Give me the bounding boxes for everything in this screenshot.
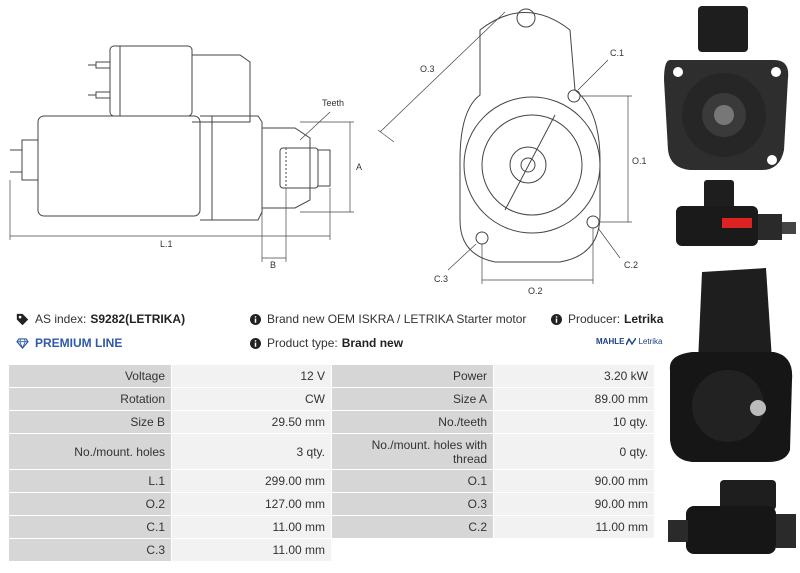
- spec-value: 3 qty.: [171, 433, 332, 470]
- producer: Producer: Letrika: [551, 312, 663, 326]
- photo-side-view-bottom: [668, 480, 796, 554]
- product-type-label: Product type:: [267, 336, 338, 350]
- teeth-label: Teeth: [322, 98, 344, 108]
- o1-label: O.1: [632, 156, 647, 166]
- spec-value: 127.00 mm: [171, 492, 332, 516]
- spec-label: [331, 538, 494, 562]
- spec-label: Rotation: [8, 387, 172, 411]
- photo-front-view: [664, 6, 789, 170]
- photo-side-view-small: [676, 180, 796, 246]
- photo-rear-view: [669, 268, 793, 462]
- spec-value: 11.00 mm: [171, 515, 332, 539]
- spec-label: C.1: [8, 515, 172, 539]
- spec-value: 11.00 mm: [171, 538, 332, 562]
- c1-label: C.1: [610, 48, 624, 58]
- premium-line: PREMIUM LINE: [16, 336, 122, 350]
- side-view-dimensions: [9, 111, 354, 262]
- spec-value: 29.50 mm: [171, 410, 332, 434]
- spec-value: 0 qty.: [493, 433, 655, 470]
- c2-label: C.2: [624, 260, 638, 270]
- product-photos: [664, 6, 796, 554]
- front-view-drawing: [459, 8, 601, 263]
- mahle-letrika-logo: MAHLE Letrika: [596, 337, 662, 346]
- spec-value: [493, 538, 655, 562]
- size-a-label: A: [356, 162, 362, 172]
- spec-label: C.3: [8, 538, 172, 562]
- producer-label: Producer:: [568, 312, 621, 326]
- size-b-label: B: [270, 260, 276, 270]
- producer-value: Letrika: [624, 312, 664, 326]
- spec-label: Power: [331, 364, 494, 388]
- spec-label: No./teeth: [331, 410, 494, 434]
- spec-value: 11.00 mm: [493, 515, 655, 539]
- o3-label: O.3: [420, 64, 435, 74]
- spec-label: C.2: [331, 515, 494, 539]
- o2-label: O.2: [528, 286, 543, 296]
- spec-label: L.1: [8, 469, 172, 493]
- spec-label: No./mount. holes: [8, 433, 172, 470]
- spec-label: O.1: [331, 469, 494, 493]
- spec-value: 90.00 mm: [493, 469, 655, 493]
- front-view-dimensions: [377, 11, 632, 284]
- c3-label: C.3: [434, 274, 448, 284]
- as-index-label: AS index:: [35, 312, 87, 326]
- spec-label: Size B: [8, 410, 172, 434]
- spec-value: 299.00 mm: [171, 469, 332, 493]
- technical-drawings: Teeth A B L.1 O.3 C.1 O.1 C.3 C.2 O.2: [9, 8, 647, 296]
- spec-value: 3.20 kW: [493, 364, 655, 388]
- spec-value: 12 V: [171, 364, 332, 388]
- diamond-icon: [16, 337, 29, 349]
- logo-letrika: Letrika: [638, 337, 663, 346]
- as-index: AS index: S9282(LETRIKA): [16, 312, 185, 326]
- as-index-value: S9282(LETRIKA): [90, 312, 186, 326]
- product-type: Product type: Brand new: [250, 336, 403, 350]
- spec-value: 90.00 mm: [493, 492, 655, 516]
- spec-label: O.2: [8, 492, 172, 516]
- spec-value: CW: [171, 387, 332, 411]
- spec-value: 89.00 mm: [493, 387, 655, 411]
- logo-mahle: MAHLE: [596, 337, 625, 346]
- product-type-value: Brand new: [341, 336, 404, 350]
- spec-value: 10 qty.: [493, 410, 655, 434]
- premium-line-label: PREMIUM LINE: [35, 336, 123, 350]
- spec-label: Voltage: [8, 364, 172, 388]
- spec-label: Size A: [331, 387, 494, 411]
- spec-label: O.3: [331, 492, 494, 516]
- spec-label: No./mount. holes with thread: [331, 433, 494, 470]
- info-icon: [250, 337, 261, 349]
- tag-icon: [16, 313, 29, 326]
- length-l1-label: L.1: [160, 239, 173, 249]
- side-view-drawing: [10, 45, 331, 221]
- info-icon: [250, 313, 261, 325]
- info-icon: [551, 313, 562, 325]
- product-description: Brand new OEM ISKRA / LETRIKA Starter mo…: [250, 312, 526, 326]
- description-text: Brand new OEM ISKRA / LETRIKA Starter mo…: [267, 312, 527, 326]
